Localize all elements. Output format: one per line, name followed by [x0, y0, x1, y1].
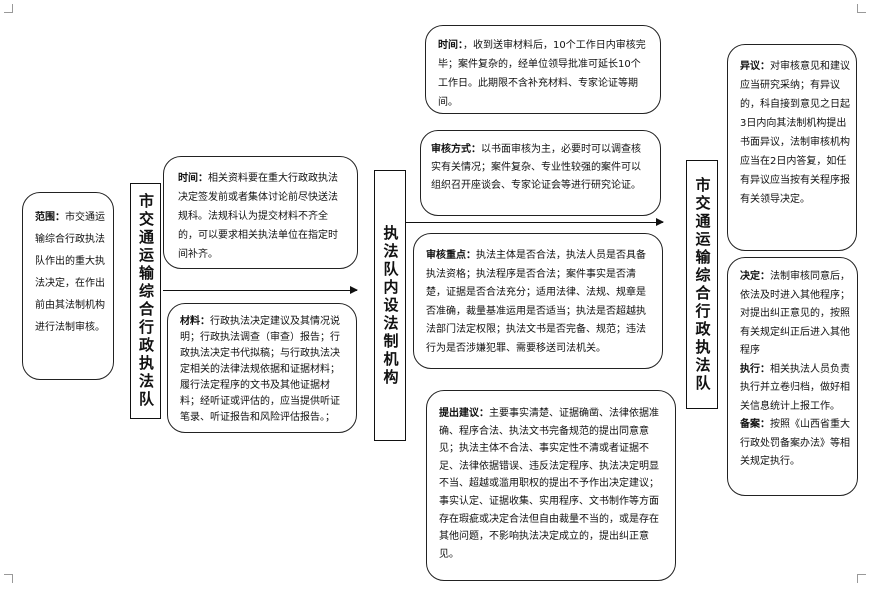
objection-label: 异议：	[740, 61, 770, 72]
suggestion-box: 提出建议：主要事实清楚、证据确凿、法律依据准确、程序合法、执法文书完备规范的提出…	[426, 390, 676, 581]
time1-text: 相关资料要在重大行政政执法决定签发前或者集体讨论前尽快送法规科。法规科认为提交材…	[178, 173, 338, 260]
method-label: 审核方式：	[431, 144, 481, 155]
middle-org-box: 执法队内设法制机构	[374, 170, 406, 441]
materials-text: 行政执法决定建议及其情况说明；行政执法调查（审查）报告；行政执法决定书代拟稿；与…	[180, 316, 340, 423]
suggestion-label: 提出建议：	[439, 408, 489, 419]
focus-box: 审核重点：执法主体是否合法，执法人员是否具备执法资格；执法程序是否合法；案件事实…	[413, 233, 663, 369]
decision-text: 法制审核同意后，依法及时进入其他程序；对提出纠正意见的，按照有关规定纠正后进入其…	[740, 271, 850, 356]
crop-mark	[4, 4, 13, 13]
crop-mark	[857, 574, 866, 583]
materials-box: 材料：行政执法决定建议及其情况说明；行政执法调查（审查）报告；行政执法决定书代拟…	[167, 303, 357, 433]
execution-text: 相关执法人员负责执行并立卷归档，做好相关信息统计上报工作。	[740, 363, 850, 412]
flow-arrow-2	[406, 218, 664, 226]
decision-box: 决定：法制审核同意后，依法及时进入其他程序；对提出纠正意见的，按照有关规定纠正后…	[727, 257, 858, 496]
execution-label: 执行：	[740, 363, 770, 375]
focus-text: 执法主体是否合法，执法人员是否具备执法资格；执法程序是否合法；案件事实是否清楚，…	[426, 250, 646, 354]
crop-mark	[4, 574, 13, 583]
filing-label: 备案：	[740, 419, 770, 430]
scope-box: 范围：市交通运输综合行政执法队作出的重大执法决定，在作出前由其法制机构进行法制审…	[22, 192, 114, 380]
time2-label: 时间：	[438, 40, 463, 51]
materials-label: 材料：	[180, 316, 210, 327]
left-org-box: 市交通运输综合行政执法队	[130, 183, 161, 419]
time2-box: 时间：，收到送审材料后，10个工作日内审核完毕；案件复杂的，经单位领导批准可延长…	[425, 25, 661, 114]
suggestion-text: 主要事实清楚、证据确凿、法律依据准确、程序合法、执法文书完备规范的提出同意意见；…	[439, 408, 659, 560]
crop-mark	[857, 4, 866, 13]
time1-box: 时间：相关资料要在重大行政政执法决定签发前或者集体讨论前尽快送法规科。法规科认为…	[163, 156, 358, 269]
focus-label: 审核重点：	[426, 250, 476, 261]
flow-arrow-1	[163, 286, 358, 294]
objection-text: 对审核意见和建议应当研究采纳；有异议的，科自接到意见之日起3日内向其法制机构提出…	[740, 61, 850, 205]
time2-text: ，收到送审材料后，10个工作日内审核完毕；案件复杂的，经单位领导批准可延长10个…	[438, 40, 646, 108]
scope-text: 市交通运输综合行政执法队作出的重大执法决定，在作出前由其法制机构进行法制审核。	[35, 212, 105, 333]
method-text: 以书面审核为主，必要时可以调查核实有关情况；案件复杂、专业性较强的案件可以组织召…	[431, 144, 641, 191]
decision-label: 决定：	[740, 271, 770, 282]
scope-label: 范围：	[35, 212, 65, 223]
filing-text: 按照《山西省重大行政处罚备案办法》等相关规定执行。	[740, 419, 850, 467]
right-org-box: 市交通运输综合行政执法队	[686, 160, 718, 409]
method-box: 审核方式：以书面审核为主，必要时可以调查核实有关情况；案件复杂、专业性较强的案件…	[420, 130, 661, 216]
objection-box: 异议：对审核意见和建议应当研究采纳；有异议的，科自接到意见之日起3日内向其法制机…	[727, 44, 857, 251]
time1-label: 时间：	[178, 173, 208, 184]
